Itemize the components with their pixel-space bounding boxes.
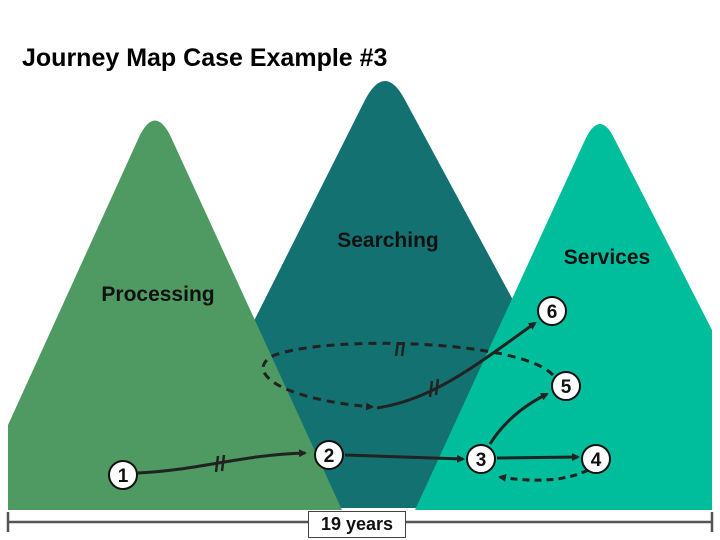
step-number: 6 [547,302,558,323]
step-number: 3 [476,450,487,471]
step-3: 3 [466,444,496,474]
step-2: 2 [314,440,344,470]
break-mark [394,341,406,357]
page-title: Journey Map Case Example #3 [22,44,388,72]
step-number: 2 [324,446,335,467]
arrow-1-to-2 [137,449,307,475]
step-number: 4 [591,450,602,471]
arrow-3-to-5 [488,392,549,445]
step-6: 6 [537,296,567,326]
arrow-to-6 [376,321,537,410]
break-mark [214,454,226,473]
arrow-3-to-4 [496,453,580,462]
arrow-4-to-3-dashed [498,468,589,482]
timeline-label: 19 years [308,511,406,538]
step-number: 5 [561,377,572,398]
step-number: 1 [118,466,129,487]
break-mark [428,378,440,398]
stage-label-searching: Searching [337,229,439,252]
stage-label-services: Services [564,246,650,269]
step-1: 1 [108,460,138,490]
processing-mountain [8,120,342,510]
arrow-2-to-3 [344,453,465,463]
stage-label-processing: Processing [101,283,214,306]
step-4: 4 [581,444,611,474]
step-5: 5 [551,371,581,401]
